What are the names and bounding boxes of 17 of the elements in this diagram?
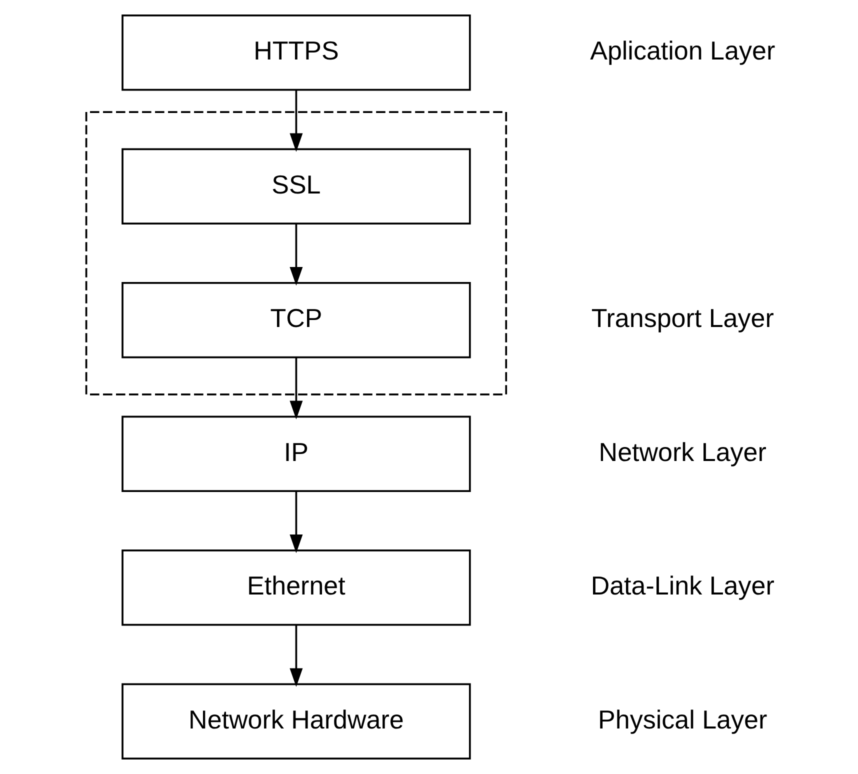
node-box: IP — [121, 416, 470, 492]
node-box: HTTPS — [121, 14, 470, 91]
label: Network Layer — [598, 436, 766, 467]
label: Transport Layer — [590, 302, 774, 333]
arrow — [289, 491, 302, 554]
label: Data-Link Layer — [590, 570, 774, 601]
arrow — [289, 90, 302, 152]
arrow — [289, 625, 302, 687]
cluster — [84, 111, 507, 396]
arrow — [289, 224, 302, 286]
node-box: Ethernet — [121, 550, 470, 626]
label: Aplication Layer — [590, 35, 775, 66]
node-box: TCP — [121, 282, 470, 358]
node-box: Network Hardware — [121, 683, 470, 760]
arrow — [289, 358, 302, 420]
node-box: SSL — [121, 148, 470, 224]
label: Physical Layer — [598, 704, 767, 734]
